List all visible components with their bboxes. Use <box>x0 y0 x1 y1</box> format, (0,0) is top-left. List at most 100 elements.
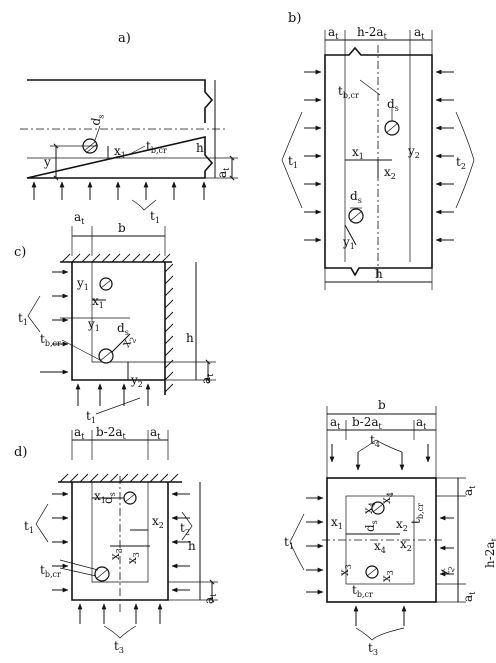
at-left-label: at <box>74 425 85 441</box>
h-minus-label: h-2at <box>483 537 496 568</box>
isotherm-label: tb,cr <box>338 84 359 100</box>
b-label: b <box>378 398 386 412</box>
b-label: b <box>118 221 126 235</box>
at-bottom-label: at <box>461 591 477 602</box>
x4-label-top: x4 <box>379 492 395 504</box>
bar-d-label: ds <box>101 492 117 504</box>
slab-outline <box>26 79 214 179</box>
h-minus-label: h-2at <box>357 25 388 41</box>
heat-arrows-right <box>435 69 454 243</box>
heat-brace <box>27 295 41 333</box>
panel-b-label: b) <box>288 11 301 26</box>
heat-brace-left <box>281 111 303 209</box>
rebar-hatch <box>85 143 98 154</box>
heat-bottom-label: t3 <box>114 639 124 655</box>
x4-label-left: x4 <box>361 502 377 514</box>
at-right-label: at <box>150 425 161 441</box>
y1-label-mid: y1 <box>87 317 100 333</box>
y2-label: y2 <box>130 373 143 389</box>
heat-brace-top <box>357 439 403 453</box>
rebar-hatch <box>372 503 384 513</box>
x3-label-a: x3 <box>337 564 353 576</box>
isotherm-label: tb,cr <box>40 563 61 579</box>
y2-label: y2 <box>407 144 420 160</box>
isotherm-line <box>91 262 165 363</box>
rebar-hatch <box>95 568 109 580</box>
x4-label-mid: x4 <box>374 539 386 555</box>
isotherm-leader <box>359 79 381 96</box>
heat-left-label: t1 <box>288 154 298 170</box>
y1-label-top: y1 <box>76 276 89 292</box>
b-minus-label: b-2at <box>96 425 127 441</box>
isotherm-leader <box>59 567 97 577</box>
heat-arrows-left <box>306 495 324 595</box>
x1-label: x1 <box>114 144 126 160</box>
bar-d-label: ds <box>363 520 379 532</box>
heat-brace-bottom <box>103 625 137 639</box>
heat-top-label: t4 <box>370 433 380 449</box>
heat-arrows-bottom <box>31 181 207 200</box>
rebar-hatch <box>385 122 399 134</box>
x1-label: x1 <box>94 489 106 505</box>
heat-left-label: t1 <box>284 535 294 551</box>
heat-right-label: t2 <box>456 155 466 171</box>
at-top-label: at <box>461 485 477 496</box>
panel-a: a) ds y x1 tb,cr h at <box>20 31 238 225</box>
b-minus-label: b-2at <box>352 415 383 431</box>
heat-arrows-bottom <box>353 605 407 626</box>
isotherm-label: tb,cr <box>40 332 61 348</box>
rebar-hatch <box>124 493 136 503</box>
a-label: at <box>215 167 231 178</box>
isotherm-label-bottom: tb,cr <box>352 583 373 599</box>
heat-label: t1 <box>18 311 28 327</box>
heat-brace-right <box>181 511 193 541</box>
y-label: y <box>43 155 51 169</box>
panel-c: c) at b <box>14 210 216 425</box>
at-left-label: at <box>328 25 339 41</box>
x2-dimension <box>111 333 131 353</box>
rebar-hatch <box>99 350 113 362</box>
x2-label: x2 <box>152 514 164 530</box>
isotherm-leader <box>129 145 146 155</box>
panel-c-label: c) <box>14 245 26 260</box>
column-outline <box>71 262 165 381</box>
heat-right-label: t2 <box>180 521 190 537</box>
heat-brace-bottom <box>95 397 141 415</box>
bar-d-label: ds <box>117 321 129 337</box>
x3-label-a: x3 <box>108 548 124 560</box>
h-label: h <box>196 141 204 155</box>
h-label: h <box>188 539 196 553</box>
heat-brace-bottom <box>355 627 405 641</box>
at-right-label: at <box>414 25 425 41</box>
y1-label: y1 <box>342 235 355 251</box>
x3-label-b: x3 <box>379 570 395 582</box>
panel-a-label: a) <box>118 31 131 46</box>
hatch-right <box>164 262 174 395</box>
heat-arrows-bottom <box>77 603 163 624</box>
heat-arrows-right <box>439 515 454 577</box>
at-left-label: at <box>330 415 341 431</box>
heat-label: t1 <box>150 209 160 225</box>
x1-label: x1 <box>352 145 364 161</box>
heat-arrows-bottom <box>75 383 151 406</box>
rebar-leader <box>94 125 101 141</box>
x1-label: x1 <box>92 294 104 310</box>
h-label: h <box>186 331 194 345</box>
y1-dimension <box>344 224 357 246</box>
at-right-label: at <box>416 415 427 431</box>
x2-label-b: x2 <box>400 537 412 553</box>
heat-brace-left <box>35 503 49 543</box>
heat-arrows-right <box>171 491 190 593</box>
heat-brace-left <box>289 513 305 571</box>
isotherm-leader <box>61 339 101 361</box>
hatch-top <box>60 253 172 263</box>
panel-d-label: d) <box>14 445 27 460</box>
at-label: at <box>74 210 85 226</box>
isotherm-label: tb,cr <box>146 139 167 155</box>
x3-label-b: x3 <box>125 552 141 564</box>
heat-left-label: t1 <box>24 519 34 535</box>
heat-arrows-left <box>40 269 69 375</box>
bar-d-lower: ds <box>350 189 362 205</box>
